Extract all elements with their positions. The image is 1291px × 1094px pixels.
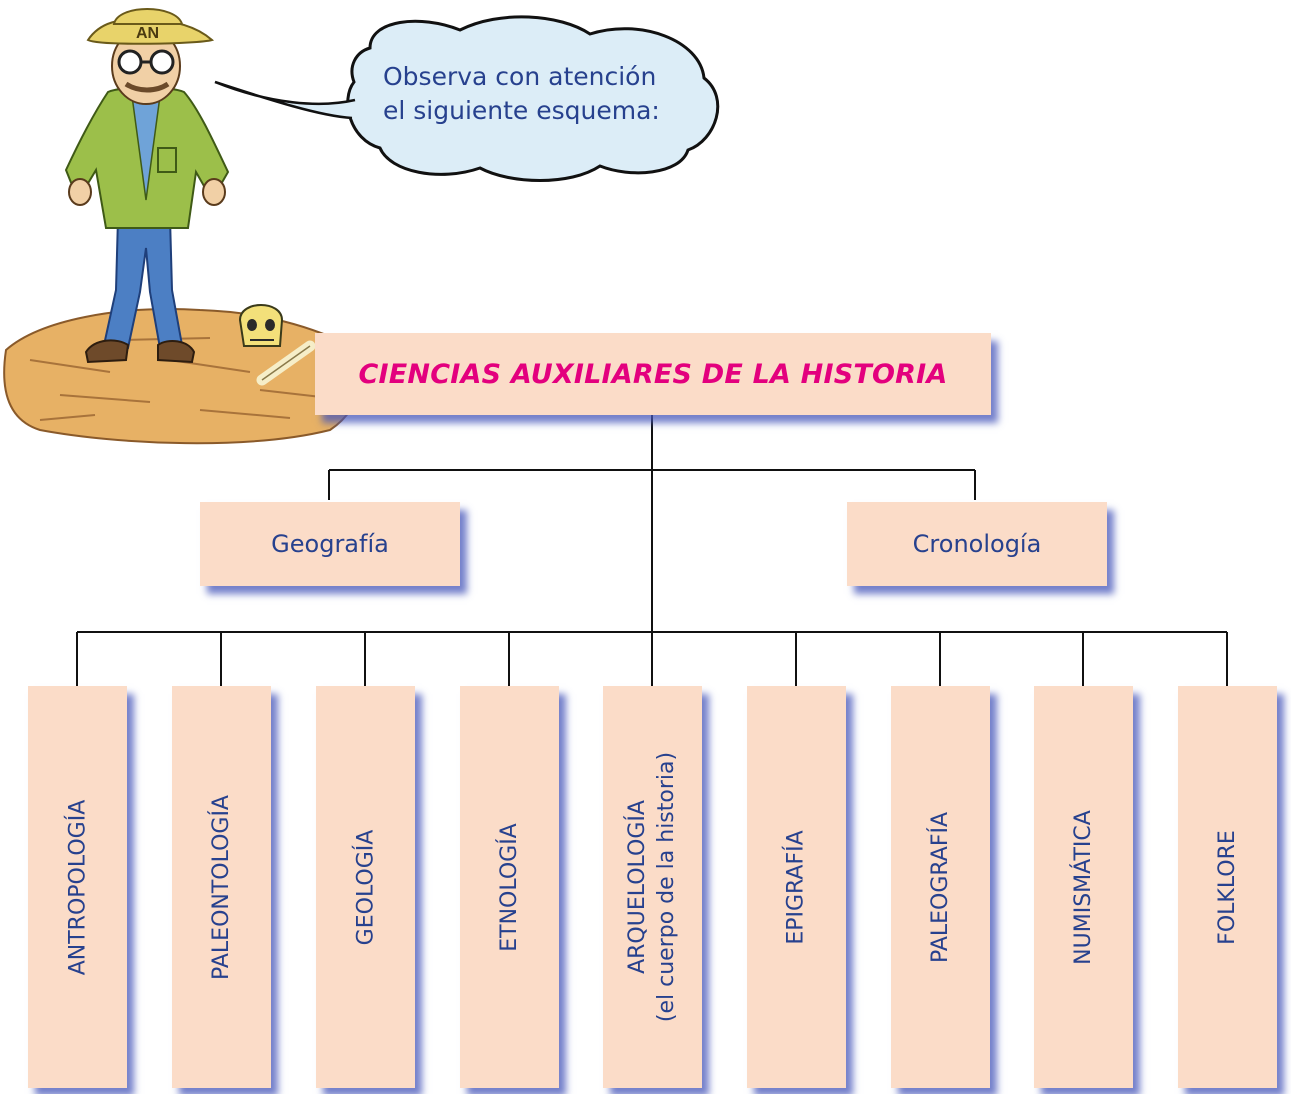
node-cronologia: Cronología <box>847 502 1107 586</box>
node-geografia-label: Geografía <box>271 530 389 558</box>
node-paleontologia: PALEONTOLOGÍA <box>172 686 271 1088</box>
node-label: FOLKLORE <box>1215 829 1241 945</box>
node-paleografia: PALEOGRAFÍA <box>891 686 990 1088</box>
node-label: GEOLOGÍA <box>353 829 379 945</box>
speech-bubble-line-1: Observa con atención <box>383 62 657 91</box>
node-label: PALEONTOLOGÍA <box>209 794 235 980</box>
root-node: CIENCIAS AUXILIARES DE LA HISTORIA <box>315 333 991 415</box>
node-folklore: FOLKLORE <box>1178 686 1277 1088</box>
node-geologia: GEOLOGÍA <box>316 686 415 1088</box>
archaeologist-illustration: AN <box>3 8 720 445</box>
node-arqueologia: ARQUELOLOGÍA (el cuerpo de la historia) <box>603 686 702 1088</box>
node-label: EPIGRAFÍA <box>784 829 809 945</box>
node-numismatica: NUMISMÁTICA <box>1034 686 1133 1088</box>
speech-bubble-text: Observa con atención el siguiente esquem… <box>383 60 693 128</box>
speech-bubble-line-2: el siguiente esquema: <box>383 96 660 125</box>
node-label: ANTROPOLOGÍA <box>65 799 91 975</box>
node-label: ARQUELOLOGÍA <box>625 800 651 974</box>
root-node-label: CIENCIAS AUXILIARES DE LA HISTORIA <box>358 358 948 390</box>
node-antropologia: ANTROPOLOGÍA <box>28 686 127 1088</box>
node-geografia: Geografía <box>200 502 460 586</box>
node-label: ETNOLOGÍA <box>497 822 522 952</box>
node-epigrafia: EPIGRAFÍA <box>747 686 846 1088</box>
node-cronologia-label: Cronología <box>912 530 1042 558</box>
hat-lettering: AN <box>136 25 159 42</box>
node-sublabel: (el cuerpo de la historia) <box>654 751 680 1023</box>
node-label: PALEOGRAFÍA <box>928 811 954 963</box>
node-label: NUMISMÁTICA <box>1071 809 1096 965</box>
node-etnologia: ETNOLOGÍA <box>460 686 559 1088</box>
